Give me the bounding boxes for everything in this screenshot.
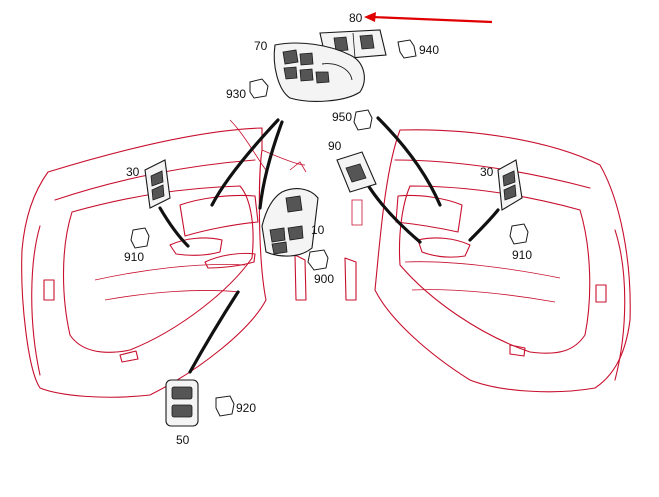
label-910-left: 910 [124, 250, 144, 264]
label-930: 930 [226, 87, 246, 101]
label-30-right: 30 [480, 165, 494, 179]
label-90: 90 [328, 139, 342, 153]
connector-940 [397, 39, 417, 59]
label-70: 70 [254, 39, 268, 53]
connector-900 [307, 249, 329, 271]
label-80: 80 [349, 11, 363, 25]
part-30-left-memory-switch [144, 159, 171, 209]
connector-930 [249, 78, 269, 99]
label-900: 900 [314, 272, 334, 286]
label-940: 940 [419, 43, 439, 57]
label-10: 10 [311, 223, 325, 237]
part-90-door-switch [336, 151, 377, 193]
leader-lines [158, 116, 500, 374]
connector-920 [215, 395, 235, 417]
part-50-switch [165, 379, 199, 427]
connector-950 [353, 109, 373, 131]
left-door-panel [21, 119, 307, 398]
callout-arrow-80 [364, 12, 493, 24]
part-10-window-switch-block [261, 188, 319, 257]
connector-910-left [130, 227, 150, 249]
right-door-panel [344, 129, 631, 393]
label-910-right: 910 [512, 248, 532, 262]
part-70-seat-adjust-switch [273, 42, 365, 102]
part-30-right-memory-switch [497, 159, 523, 211]
label-30-left: 30 [126, 165, 140, 179]
connector-910-right [509, 223, 529, 245]
label-50: 50 [176, 433, 190, 447]
label-950: 950 [332, 110, 352, 124]
label-920: 920 [236, 401, 256, 415]
